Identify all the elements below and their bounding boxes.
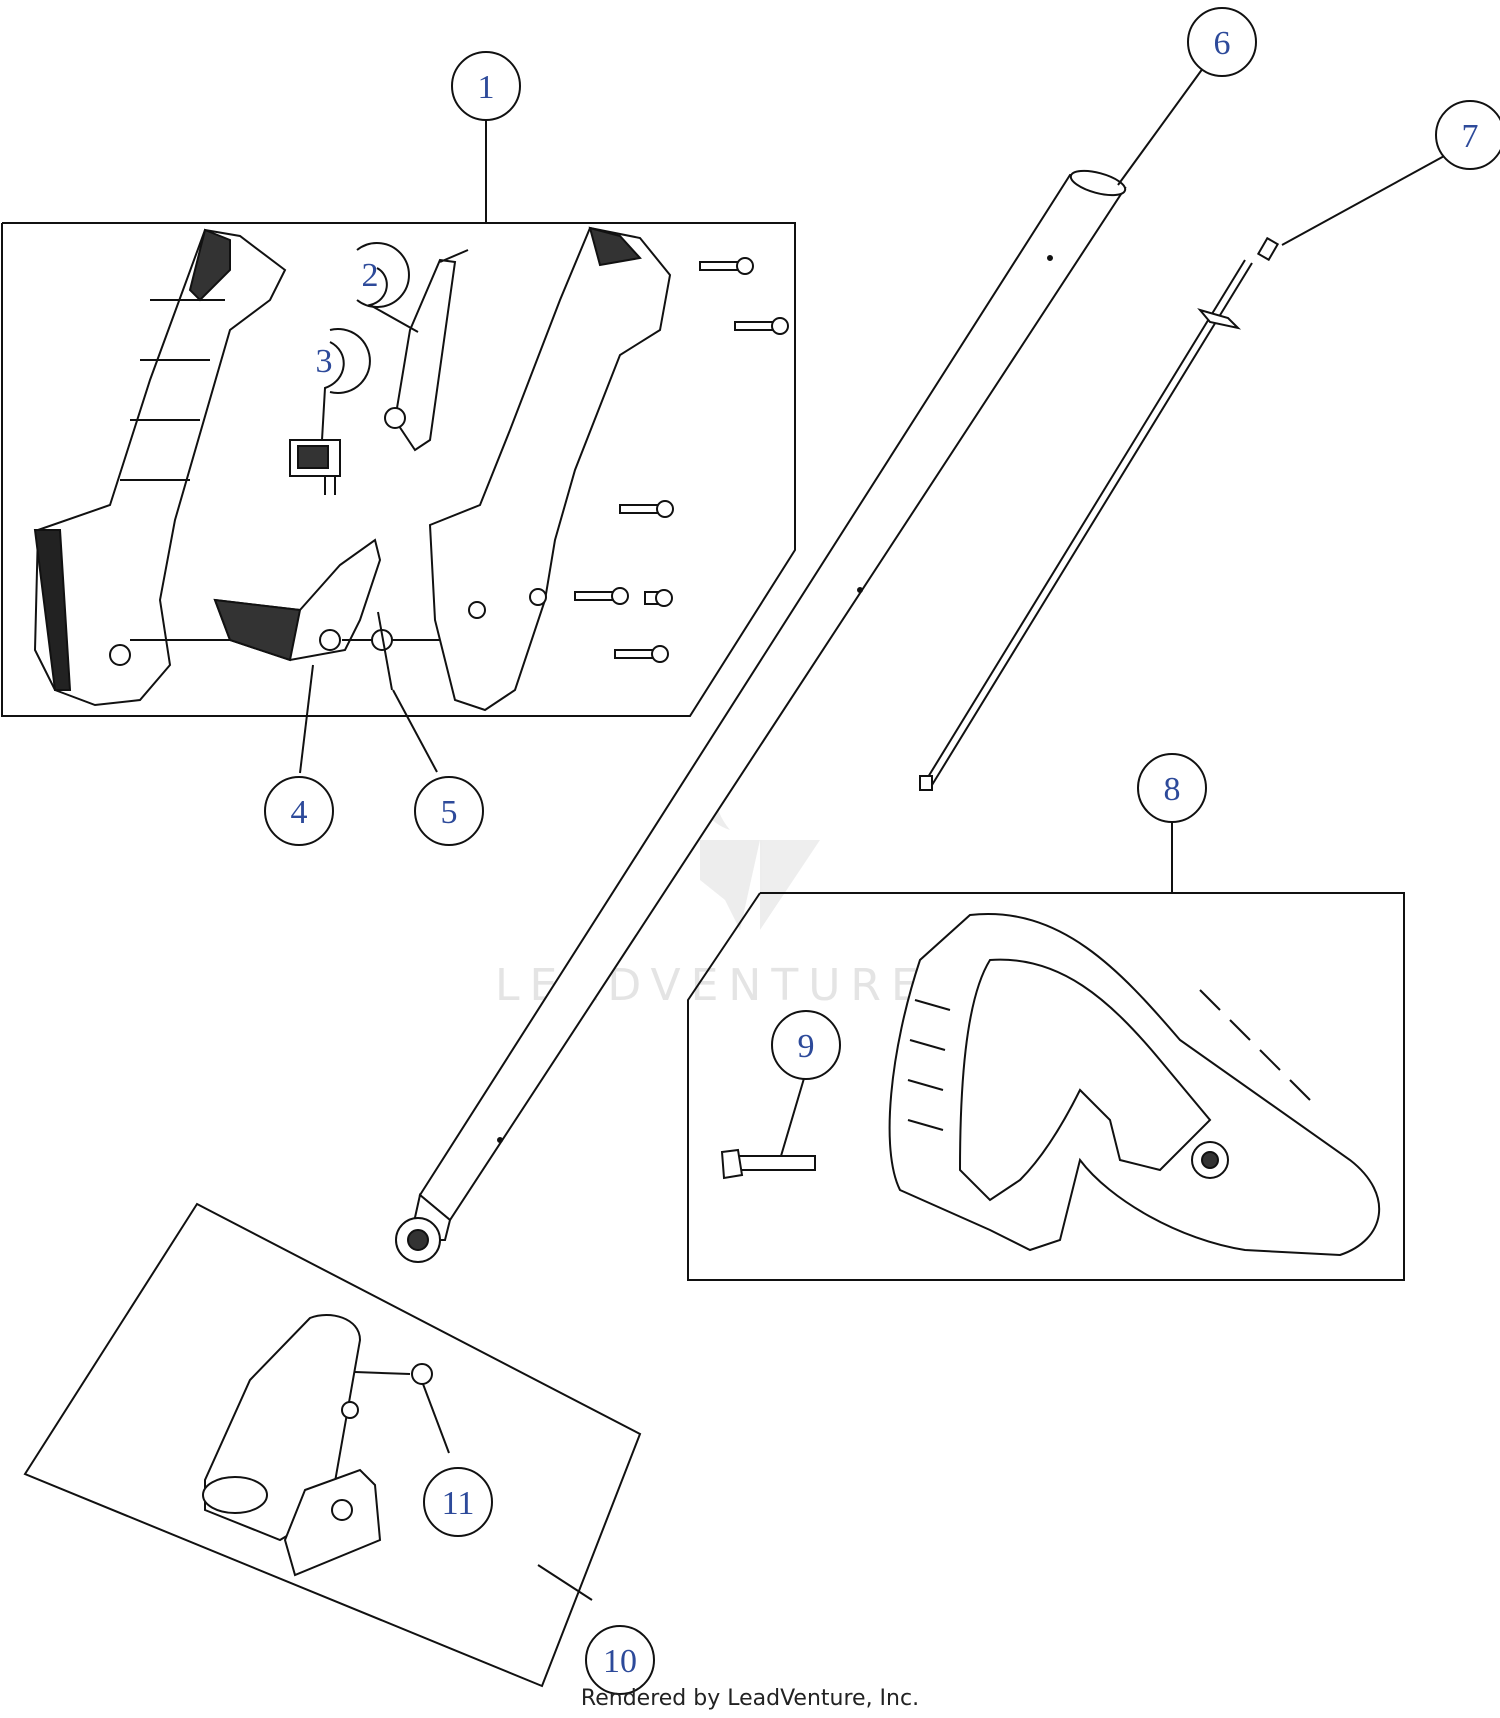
assembly-box-1 [1, 222, 796, 717]
callout-5-label: 5 [441, 794, 458, 831]
callout-3: 3 [316, 328, 371, 394]
callout-6: 6 [1187, 7, 1257, 77]
part-6-shaft [395, 169, 1127, 1263]
callout-11: 11 [423, 1467, 493, 1537]
callout-1-label: 1 [478, 69, 495, 106]
part-9-bolt [720, 1148, 816, 1180]
assembly-box-10 [23, 1202, 642, 1688]
callout-7-label: 7 [1462, 118, 1479, 155]
callout-4: 4 [264, 776, 334, 846]
part-11-screw [354, 1363, 433, 1385]
callout-11-label: 11 [442, 1485, 475, 1522]
part-7-cable [919, 236, 1280, 791]
callout-9: 9 [771, 1010, 841, 1080]
callout-8: 8 [1137, 753, 1207, 823]
screws-group-1 [574, 257, 789, 663]
part-3-switch [289, 439, 341, 495]
callout-3-label: 3 [316, 343, 333, 380]
callout-2: 2 [356, 242, 410, 308]
footer-credit: Rendered by LeadVenture, Inc. [580, 1686, 920, 1711]
part-8-loop-handle [888, 913, 1381, 1257]
assembly-box-8 [687, 892, 1405, 1281]
callout-8-label: 8 [1164, 771, 1181, 808]
part-4-trigger [130, 538, 382, 662]
callout-5: 5 [414, 776, 484, 846]
callout-4-label: 4 [291, 794, 308, 831]
leader-lines [299, 63, 1447, 1601]
part-10-coupler [202, 1314, 382, 1577]
handle-housing-right [428, 226, 672, 712]
callout-6-label: 6 [1214, 25, 1231, 62]
callout-2-label: 2 [362, 257, 379, 294]
part-5-spring [342, 611, 440, 691]
callout-10: 10 [585, 1625, 655, 1695]
callout-9-label: 9 [798, 1028, 815, 1065]
part-2-component [384, 249, 469, 452]
handle-housing-left [33, 228, 287, 707]
callout-10-label: 10 [603, 1643, 637, 1680]
callout-1: 1 [451, 51, 521, 121]
callout-7: 7 [1435, 100, 1500, 170]
